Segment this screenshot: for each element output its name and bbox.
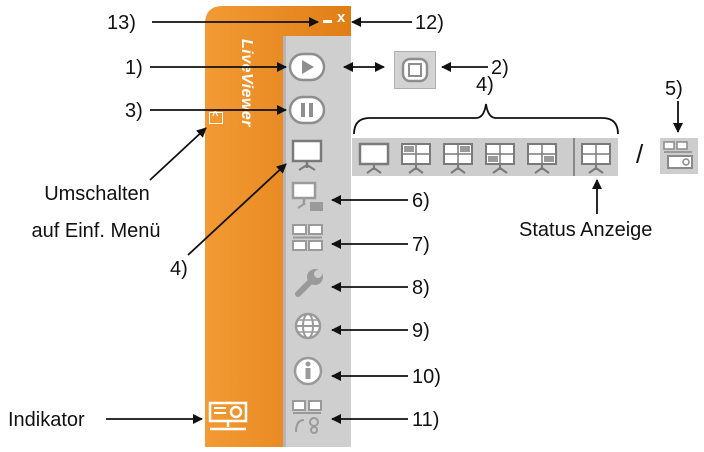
pause-button[interactable]: [288, 95, 328, 125]
liveviewer-logo: LiveViewer: [238, 39, 255, 128]
multi-screen-icon: [292, 224, 323, 251]
close-button[interactable]: x: [336, 9, 348, 26]
presentation-icon: [291, 139, 323, 171]
label-13: 13): [107, 12, 136, 34]
quad-screen-mode-icon-3: [485, 143, 515, 174]
quad-screen-mode-icon-4: [527, 143, 557, 174]
label-5: 5): [665, 78, 683, 100]
play-icon: [288, 52, 326, 82]
label-3: 3): [125, 100, 143, 122]
settings-button[interactable]: [292, 266, 326, 300]
indicator-icon-box: [206, 400, 250, 434]
chevron-up-icon: ^: [212, 110, 219, 122]
wrench-icon: [295, 269, 323, 297]
brace-4: [353, 103, 619, 135]
pause-icon: [288, 95, 326, 125]
label-11: 11): [412, 409, 440, 431]
screen-settings-button[interactable]: [290, 180, 326, 214]
alternate-status-icon-box: [660, 138, 698, 174]
label-9: 9): [412, 320, 430, 342]
play-button[interactable]: [288, 52, 328, 82]
disconnect-button[interactable]: [290, 398, 326, 434]
close-icon: x: [337, 9, 346, 26]
presentation-button[interactable]: [290, 138, 324, 172]
status-display-bar: [352, 138, 618, 176]
label-8: 8): [412, 277, 430, 299]
multi-screen-button[interactable]: [290, 222, 326, 256]
toggle-menu-caption-line2: auf Einf. Menü: [31, 220, 161, 242]
info-button[interactable]: [292, 355, 326, 389]
slash-separator: /: [636, 139, 644, 169]
indicator-caption: Indikator: [8, 409, 85, 431]
arrow-toggle: [149, 127, 207, 181]
minimize-icon: [323, 20, 332, 23]
label-2: 2): [491, 57, 509, 79]
globe-icon: [294, 312, 322, 340]
network-button[interactable]: [292, 310, 326, 344]
status-indicator-icon: [581, 143, 611, 174]
info-icon: [293, 356, 323, 386]
quad-screen-mode-icon-1: [401, 143, 431, 174]
disconnect-icon: [292, 400, 322, 434]
label-12: 12): [415, 12, 444, 34]
label-4-top: 4): [476, 74, 494, 96]
projector-indicator-icon: [208, 401, 248, 431]
single-screen-mode-icon: [358, 142, 390, 174]
projector-network-icon: [663, 141, 693, 169]
screen-settings-icon: [291, 181, 323, 211]
quad-screen-mode-icon-2: [443, 143, 473, 174]
label-4-left: 4): [170, 258, 188, 280]
stop-button[interactable]: [394, 51, 436, 89]
label-10: 10): [412, 366, 441, 388]
status-display-caption: Status Anzeige: [519, 219, 653, 241]
label-1: 1): [125, 57, 143, 79]
toggle-simple-menu-button[interactable]: ^: [209, 110, 223, 124]
toggle-menu-caption-line1: Umschalten: [44, 183, 150, 205]
label-6: 6): [412, 190, 430, 212]
label-7: 7): [412, 234, 430, 256]
minimize-button[interactable]: [322, 14, 334, 26]
stop-icon: [401, 57, 429, 83]
